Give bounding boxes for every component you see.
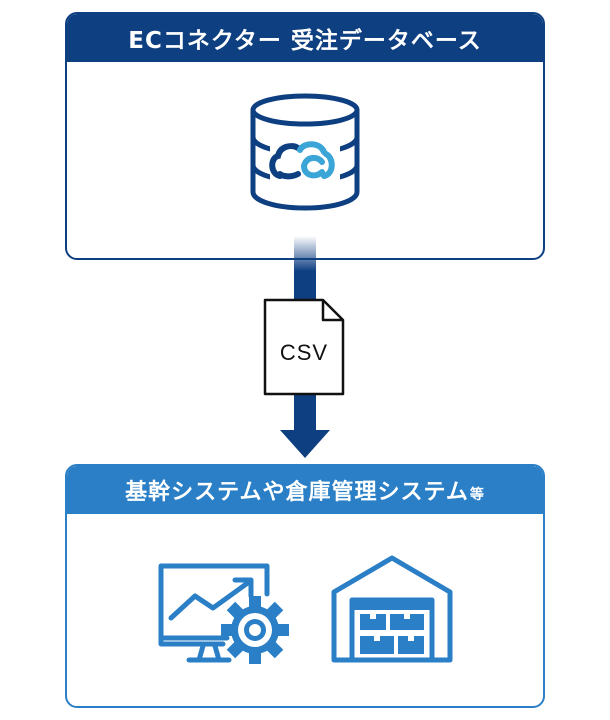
analytics-monitor-gear-icon [158,563,289,664]
destination-systems-title: 基幹システムや倉庫管理システム等 [67,466,543,514]
csv-label: CSV [279,340,329,365]
destination-systems-box: 基幹システムや倉庫管理システム等 [65,464,545,708]
cloud-database-icon [250,93,360,211]
warehouse-icon [331,555,453,663]
source-database-box: ECコネクター 受注データベース [65,12,545,260]
destination-systems-title-suffix: 等 [469,487,485,503]
source-database-title: ECコネクター 受注データベース [67,14,543,62]
document-icon [263,298,345,396]
destination-systems-title-main: 基幹システムや倉庫管理システム [125,480,469,505]
